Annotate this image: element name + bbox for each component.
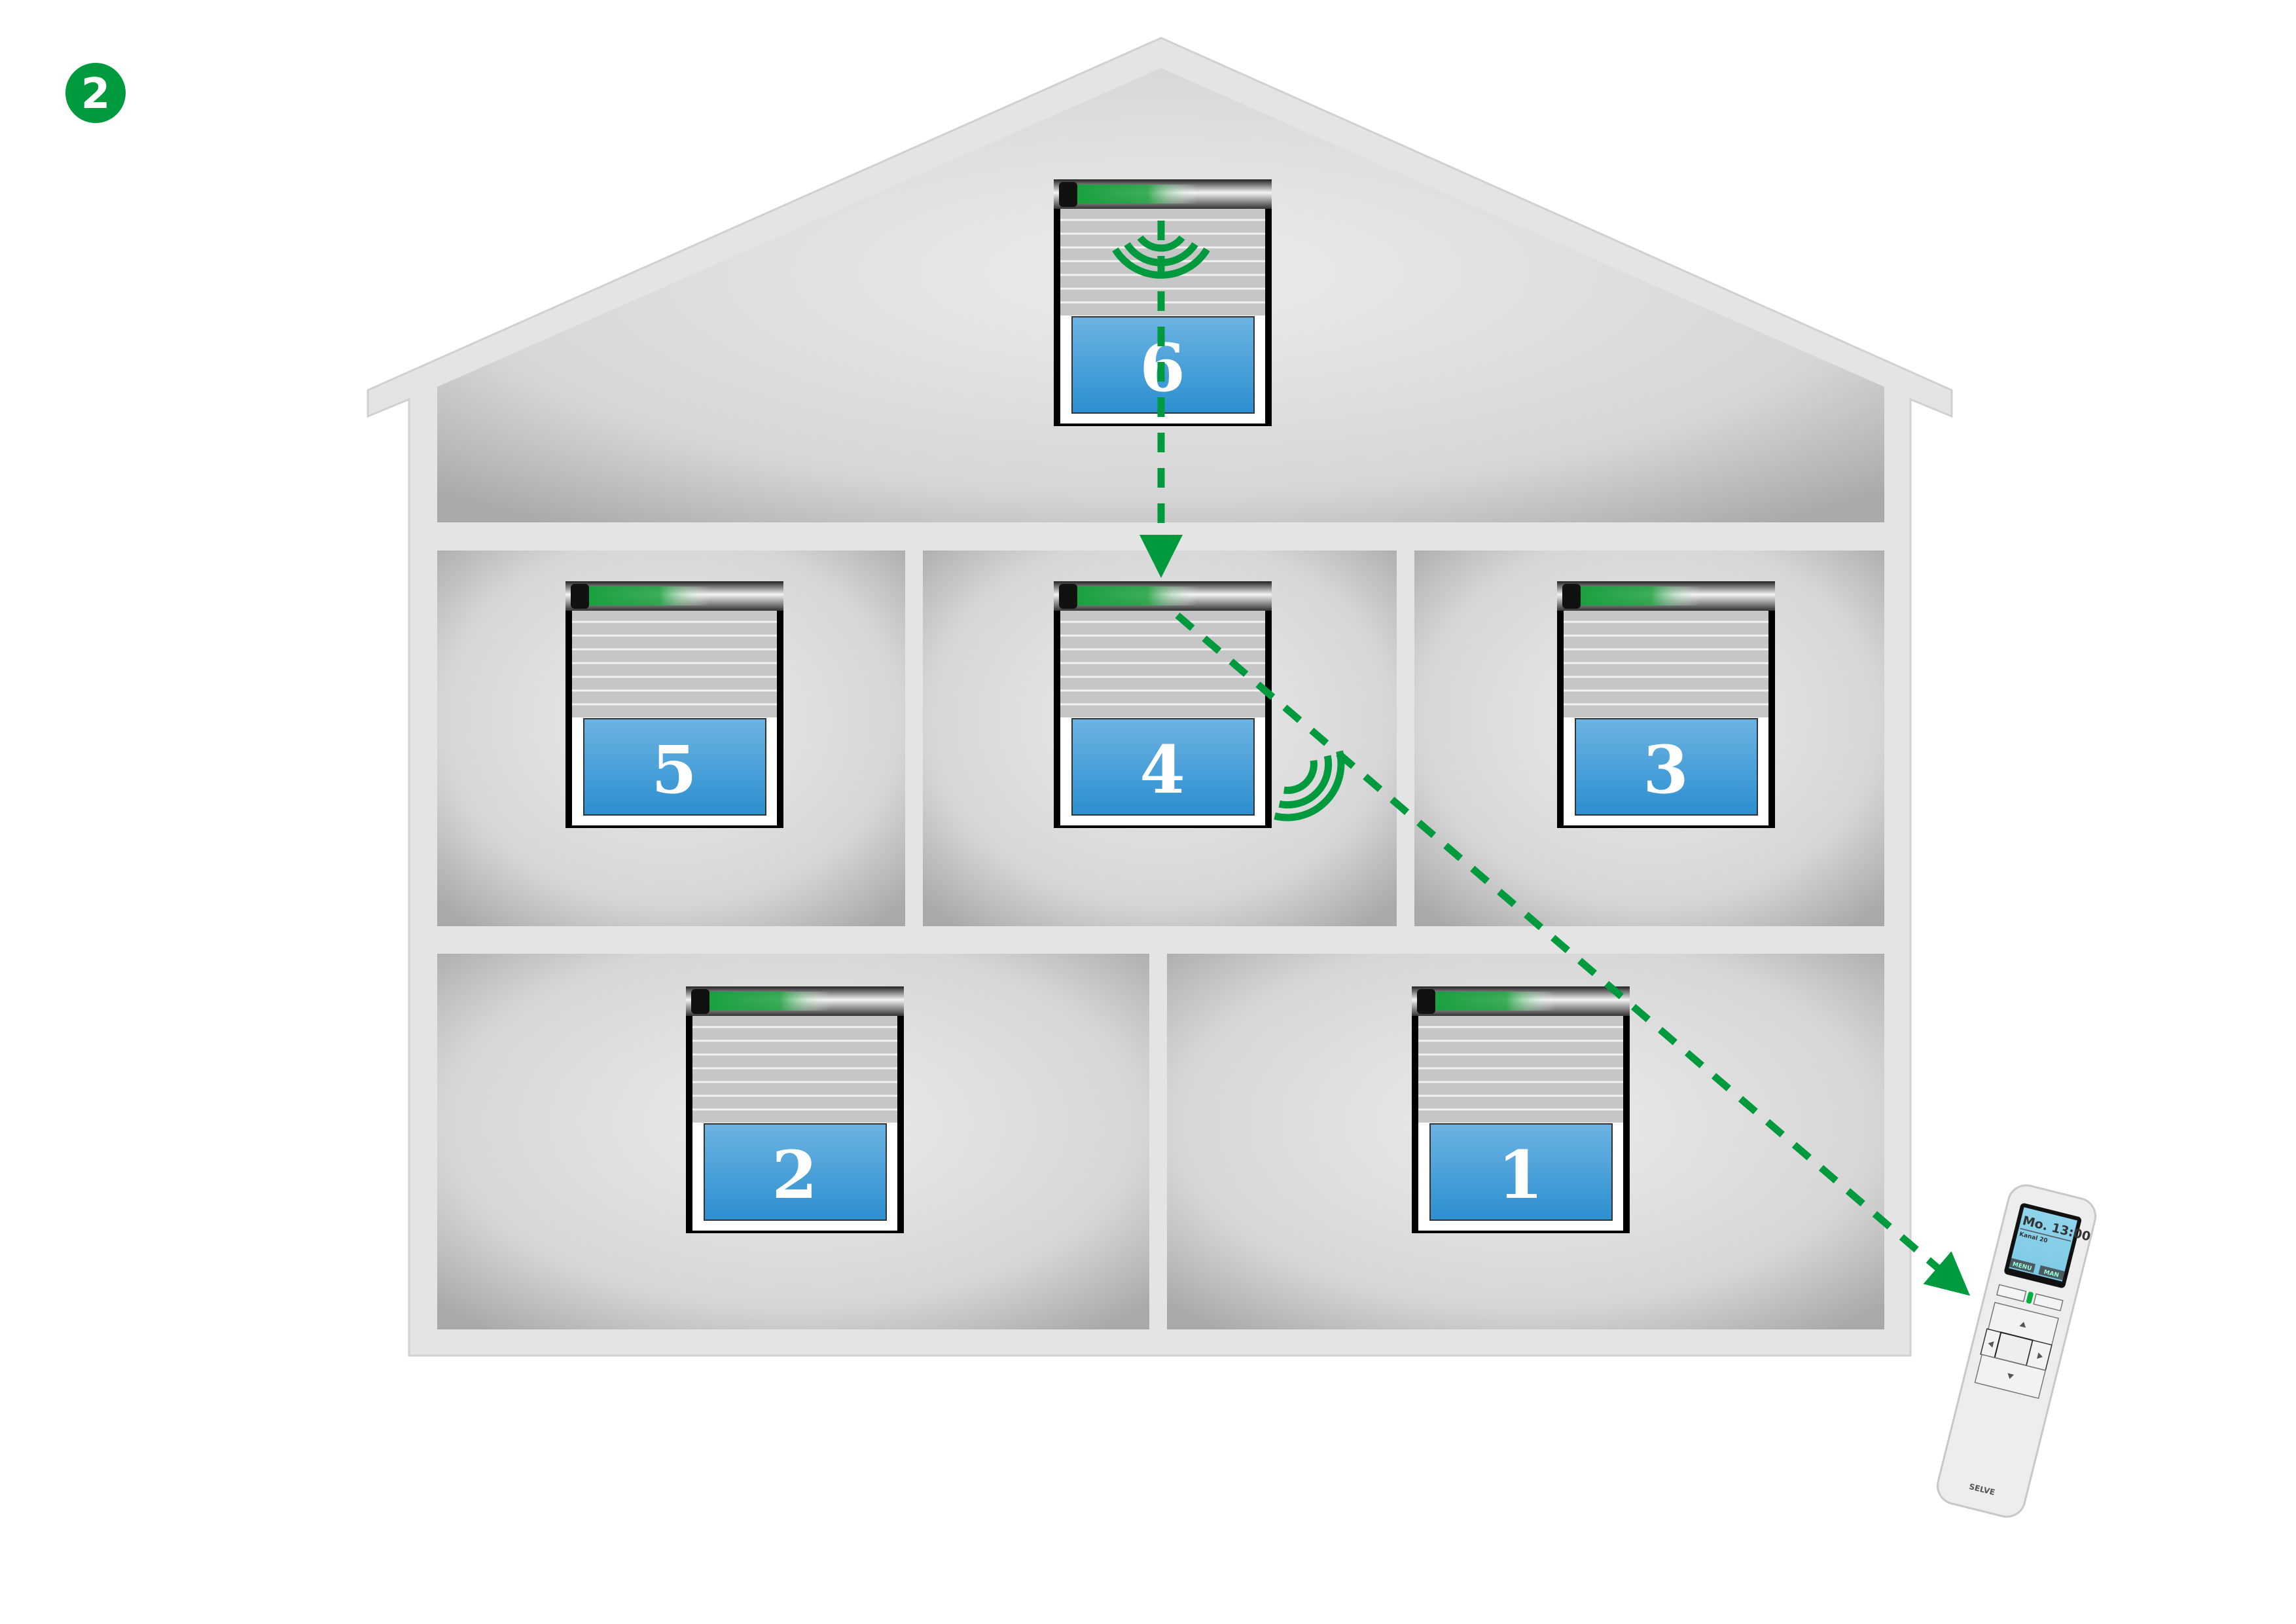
roller-shutter-window: 5 bbox=[565, 581, 783, 828]
roller-shutter-window: 2 bbox=[686, 986, 904, 1233]
right-arrow-icon bbox=[2037, 1352, 2043, 1359]
window-number: 4 bbox=[1139, 731, 1185, 808]
step-badge-circle bbox=[65, 63, 126, 123]
signal-arrow-4-to-remote bbox=[1175, 612, 1971, 1296]
softkey-right-button[interactable] bbox=[2033, 1293, 2064, 1312]
left-arrow-icon bbox=[1988, 1341, 1994, 1348]
tubular-motor bbox=[585, 586, 709, 605]
window-number: 2 bbox=[772, 1136, 817, 1214]
window-glass bbox=[704, 1123, 887, 1221]
tubular-motor bbox=[1577, 586, 1701, 605]
softkey-left-bg bbox=[2009, 1257, 2036, 1273]
radio-signals bbox=[1112, 221, 1971, 1296]
down-arrow-icon bbox=[2007, 1373, 2015, 1379]
motor-head-icon bbox=[1059, 584, 1077, 609]
window-number: 3 bbox=[1643, 731, 1689, 808]
motor-head-icon bbox=[571, 584, 589, 609]
step-badge: 2 bbox=[65, 63, 126, 123]
roller-shutter-window: 4 bbox=[1054, 581, 1272, 828]
tubular-motor bbox=[1431, 992, 1556, 1011]
window-number: 5 bbox=[651, 731, 697, 808]
window-glass bbox=[1071, 718, 1255, 816]
radio-waves-icon bbox=[1112, 235, 1210, 279]
status-led bbox=[2026, 1291, 2034, 1304]
roller-shutter-window: 3 bbox=[1557, 581, 1775, 828]
motor-head-icon bbox=[1059, 182, 1077, 207]
motor-head-icon bbox=[1417, 989, 1435, 1014]
step-badge-label: 2 bbox=[81, 70, 111, 118]
motor-head-icon bbox=[1562, 584, 1581, 609]
tubular-motor bbox=[1073, 185, 1198, 204]
up-arrow-icon bbox=[2019, 1322, 2026, 1328]
motor-head-icon bbox=[691, 989, 709, 1014]
roller-shutter-window: 1 bbox=[1412, 986, 1630, 1233]
softkey-left-button[interactable] bbox=[1996, 1284, 2027, 1303]
window-number: 1 bbox=[1498, 1136, 1543, 1214]
tubular-motor bbox=[1073, 586, 1198, 605]
window-glass bbox=[1429, 1123, 1613, 1221]
softkey-right-bg bbox=[2038, 1265, 2065, 1280]
screen-divider bbox=[2020, 1228, 2072, 1242]
radio-waves-icon bbox=[1274, 750, 1345, 821]
remote-control[interactable]: Mo. 13:00 Kanal 20 MENU MAN SELVE bbox=[1934, 1182, 2100, 1521]
window-glass bbox=[583, 718, 766, 816]
tubular-motor bbox=[706, 992, 830, 1011]
window-glass bbox=[1575, 718, 1758, 816]
